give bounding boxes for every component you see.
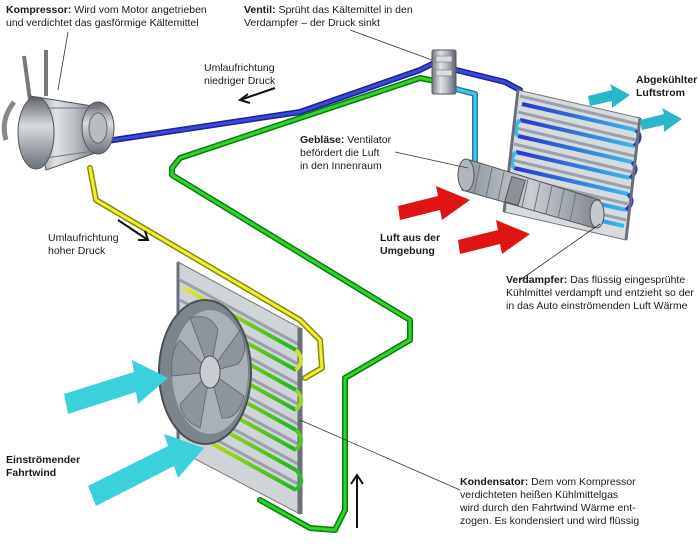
valve-icon [431, 49, 457, 95]
ambient-air-text-2: Umgebung [380, 245, 435, 257]
low-pressure-direction-label: Umlaufrichtung niedriger Druck [204, 62, 275, 88]
cooled-air-text-2: Luftstrom [636, 87, 685, 99]
blower-text-1: Ventilator [347, 134, 392, 146]
low-pressure-pipe [97, 57, 523, 145]
high-pressure-pipe [87, 165, 325, 381]
valve-label: Ventil: Sprüht das Kältemittel in den Ve… [244, 4, 413, 30]
ambient-air-text-1: Luft aus der [380, 232, 441, 244]
high-pressure-direction-label: Umlaufrichtung hoher Druck [48, 232, 119, 258]
blower-fan-icon [457, 158, 605, 229]
evaporator-text-1: Das flüssig eingesprühte [570, 274, 686, 286]
compressor-text-1: Wird vom Motor angetrieben [74, 4, 207, 16]
blower-text-2: befördert die Luft [300, 147, 380, 159]
flow-direction-arrow-icon [117, 87, 364, 528]
compressor-icon [1, 50, 115, 171]
blower-text-3: in den Innenraum [300, 160, 382, 172]
air-flow-arrow-icon [64, 84, 682, 506]
condenser-text-2: verdichteten heißen Kühlmittelgas [460, 489, 619, 501]
leader-lines [57, 29, 601, 491]
compressor-title: Kompressor: [6, 4, 72, 16]
compressor-text-2: und verdichtet das gasförmige Kältemitte… [6, 17, 199, 29]
condenser-fan-icon [158, 299, 252, 445]
evaporator-text-2: Kühlmittel verdampft und entzieht so der [506, 287, 694, 299]
evaporator-feed-pipe [449, 85, 478, 168]
valve-title: Ventil: [244, 4, 276, 16]
compressor-label: Kompressor: Wird vom Motor angetrieben u… [6, 4, 207, 30]
condenser-text-3: wird durch den Fahrtwind Wärme ent- [460, 502, 636, 514]
cooled-air-text-1: Abgekühlter [636, 74, 698, 86]
condenser-text-4: zogen. Es kondensiert und wird flüssig [460, 515, 640, 527]
evaporator-title: Verdampfer: [506, 274, 568, 286]
high-pressure-text-2: hoher Druck [48, 245, 106, 257]
liquid-pipe [169, 75, 443, 533]
low-pressure-text-1: Umlaufrichtung [204, 62, 275, 74]
condenser-title: Kondensator: [460, 476, 529, 488]
high-pressure-text-1: Umlaufrichtung [48, 232, 119, 244]
valve-text-2: Verdampfer – der Druck sinkt [244, 17, 380, 29]
blower-title: Gebläse: [300, 134, 345, 146]
condenser-text-1: Dem vom Kompressor [531, 476, 636, 488]
headwind-label: Einströmender Fahrtwind [6, 454, 80, 480]
blower-label: Gebläse: Ventilator befördert die Luft i… [300, 134, 391, 173]
headwind-text-1: Einströmender [6, 454, 81, 466]
valve-text-1: Sprüht das Kältemittel in den [278, 4, 413, 16]
condenser-label: Kondensator: Dem vom Kompressor verdicht… [460, 476, 639, 528]
evaporator-text-3: in das Auto einströmenden Luft Wärme [506, 300, 688, 312]
headwind-text-2: Fahrtwind [6, 467, 57, 479]
evaporator-label: Verdampfer: Das flüssig eingesprühte Küh… [506, 274, 694, 313]
cooled-air-label: Abgekühlter Luftstrom [636, 74, 697, 100]
evaporator-icon [502, 89, 642, 241]
ambient-air-label: Luft aus der Umgebung [380, 232, 440, 258]
low-pressure-text-2: niedriger Druck [204, 75, 276, 87]
